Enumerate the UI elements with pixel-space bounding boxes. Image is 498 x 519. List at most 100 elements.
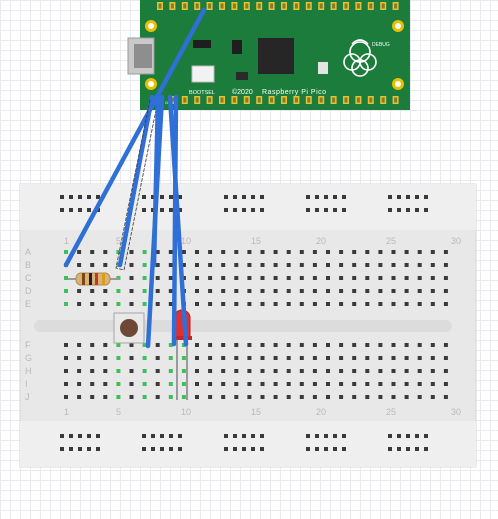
pin-hole xyxy=(232,3,236,9)
breadboard-hole xyxy=(417,369,422,373)
breadboard-hole xyxy=(352,263,357,267)
pin-hole xyxy=(170,3,174,9)
led-rim xyxy=(172,336,192,340)
breadboard-hole xyxy=(286,382,291,386)
rail-hole xyxy=(315,434,319,438)
breadboard-hole xyxy=(181,250,186,254)
breadboard-hole xyxy=(443,356,448,360)
breadboard-hole xyxy=(208,369,213,373)
rail-hole xyxy=(233,447,237,451)
rail-hole xyxy=(251,195,255,199)
bottom-power-rail xyxy=(20,421,476,467)
pin-hole xyxy=(282,97,286,103)
rail-hole xyxy=(342,195,346,199)
breadboard-hole xyxy=(90,263,95,267)
breadboard-hole xyxy=(378,302,383,306)
pin-hole xyxy=(381,97,385,103)
rail-hole xyxy=(424,447,428,451)
breadboard-hole xyxy=(352,302,357,306)
rail-hole xyxy=(151,434,155,438)
breadboard-hole xyxy=(312,343,317,347)
breadboard-hole xyxy=(155,302,160,306)
breadboard-hole xyxy=(129,250,134,254)
breadboard-hole xyxy=(404,382,409,386)
rail-hole xyxy=(178,447,182,451)
resistor[interactable] xyxy=(68,272,120,286)
breadboard-hole xyxy=(142,395,147,399)
wire[interactable] xyxy=(167,94,189,347)
rail-hole xyxy=(306,208,310,212)
breadboard-hole xyxy=(378,356,383,360)
rail-hole xyxy=(388,195,392,199)
breadboard-hole xyxy=(234,343,239,347)
rail-hole xyxy=(60,434,64,438)
breadboard-hole xyxy=(155,263,160,267)
rail-hole xyxy=(406,434,410,438)
pin-hole xyxy=(208,3,212,9)
row-letter: J xyxy=(25,392,30,402)
rail-hole xyxy=(397,195,401,199)
wire[interactable] xyxy=(151,94,161,268)
breadboard-hole xyxy=(339,276,344,280)
breadboard-hole xyxy=(260,343,265,347)
breadboard-hole xyxy=(155,289,160,293)
breadboard-hole xyxy=(234,356,239,360)
breadboard-hole xyxy=(391,343,396,347)
mounting-hole-center xyxy=(395,81,401,87)
breadboard-hole xyxy=(260,250,265,254)
breadboard-hole xyxy=(168,276,173,280)
push-button[interactable] xyxy=(113,312,145,344)
breadboard-hole xyxy=(365,369,370,373)
breadboard-hole xyxy=(208,250,213,254)
breadboard-hole xyxy=(221,382,226,386)
breadboard-hole xyxy=(339,343,344,347)
wire[interactable] xyxy=(63,7,207,268)
rail-hole xyxy=(142,208,146,212)
breadboard-hole xyxy=(155,356,160,360)
breadboard-hole xyxy=(195,369,199,373)
row-letter: F xyxy=(25,340,31,350)
breadboard-hole xyxy=(391,289,396,293)
bootsel-button-icon xyxy=(191,65,215,83)
breadboard-hole xyxy=(103,395,108,399)
usb-port-icon xyxy=(134,44,152,68)
wire-selection-outline xyxy=(115,99,159,271)
row-letter: H xyxy=(25,366,32,376)
pin-hole xyxy=(344,3,348,9)
pin-hole xyxy=(270,3,274,9)
wire[interactable] xyxy=(171,94,179,347)
rail-hole xyxy=(142,195,146,199)
rail-hole xyxy=(160,208,164,212)
breadboard-hole xyxy=(181,356,186,360)
breadboard-hole xyxy=(430,369,435,373)
breadboard-hole xyxy=(273,276,278,280)
breadboard-hole xyxy=(378,382,383,386)
pin-hole xyxy=(282,3,286,9)
breadboard-hole xyxy=(103,382,108,386)
smd-component xyxy=(193,40,211,48)
breadboard-hole xyxy=(116,382,121,386)
rail-hole xyxy=(78,195,82,199)
rail-hole xyxy=(224,434,228,438)
mounting-hole-center xyxy=(148,81,154,87)
breadboard-hole xyxy=(391,382,396,386)
rail-hole xyxy=(233,434,237,438)
rail-hole xyxy=(60,447,64,451)
rail-hole xyxy=(96,434,100,438)
rail-hole xyxy=(87,434,91,438)
breadboard-hole xyxy=(234,382,239,386)
breadboard-hole xyxy=(247,369,252,373)
breadboard-hole xyxy=(103,356,108,360)
rail-hole xyxy=(342,434,346,438)
breadboard-hole xyxy=(168,343,173,347)
wire[interactable] xyxy=(117,94,155,268)
mounting-hole-center xyxy=(148,23,154,29)
breadboard-hole xyxy=(378,250,383,254)
breadboard-hole xyxy=(352,276,357,280)
breadboard-hole xyxy=(221,263,226,267)
breadboard-hole xyxy=(286,276,291,280)
breadboard-hole xyxy=(430,289,435,293)
breadboard-hole xyxy=(77,250,82,254)
breadboard-hole xyxy=(430,343,435,347)
